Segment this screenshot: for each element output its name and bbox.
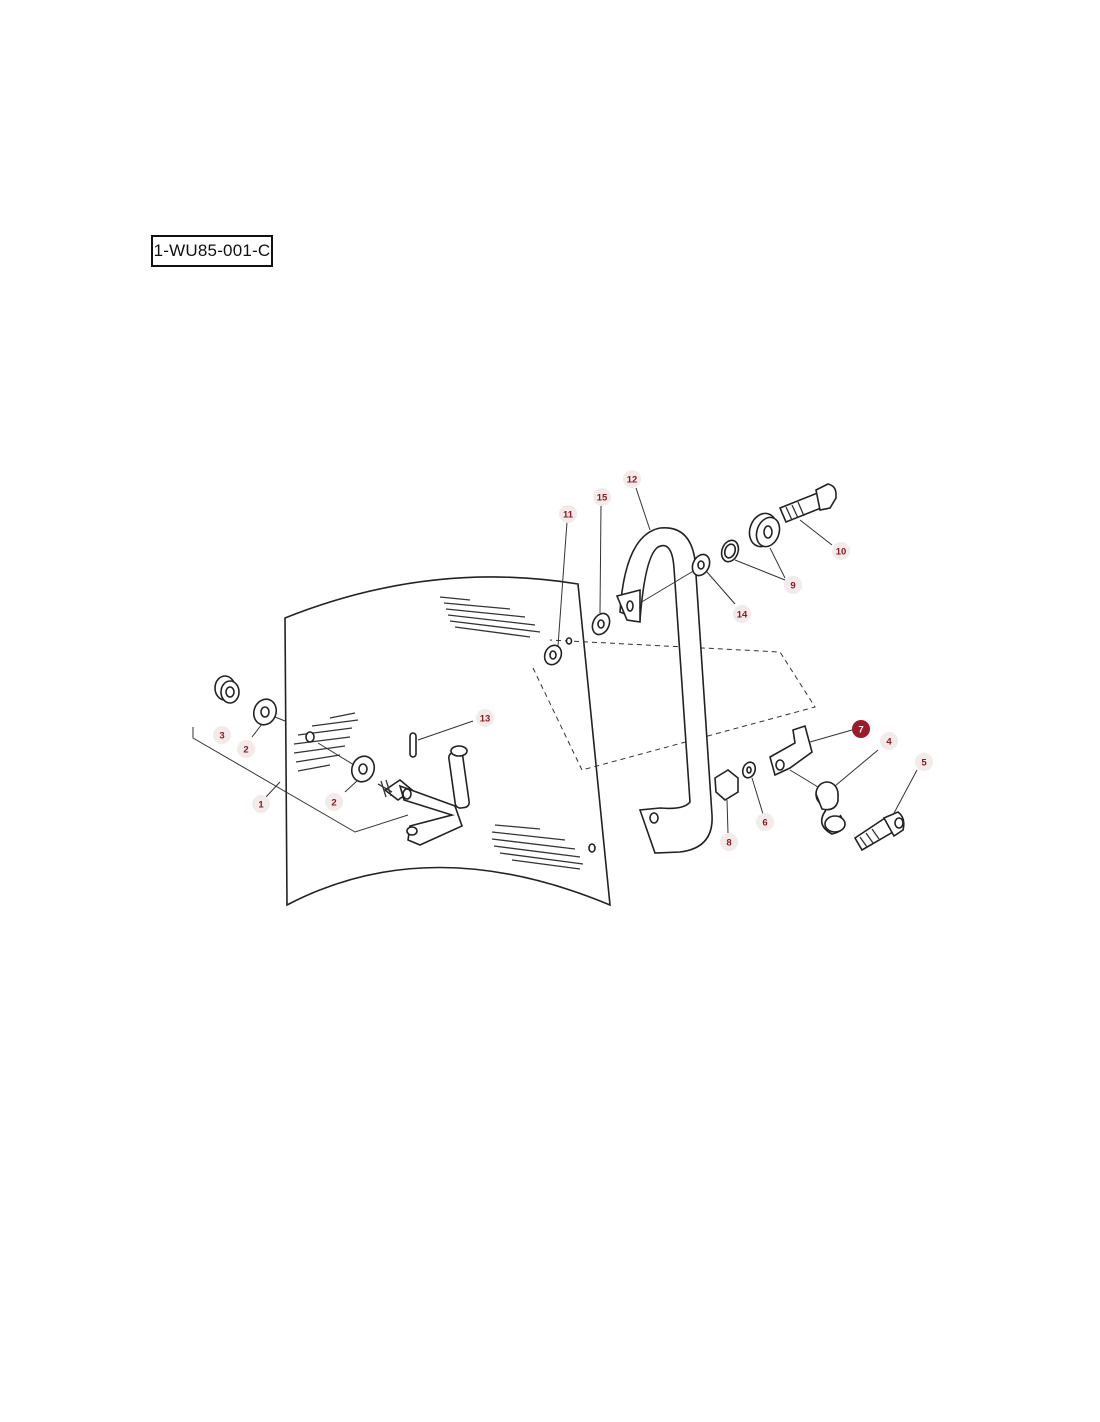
callout-3: 3 (213, 726, 231, 744)
callout-5: 5 (915, 753, 933, 771)
callout-8: 8 (720, 833, 738, 851)
part-1-leader (192, 727, 409, 833)
washer-part-2-upper (252, 698, 278, 726)
callout-label: 2 (331, 798, 336, 809)
clip-bracket-part-7 (769, 724, 813, 777)
callout-label: 8 (726, 838, 731, 849)
washer-part-14 (691, 553, 711, 577)
callout-circle (476, 709, 494, 727)
callout-label: 1 (258, 800, 264, 811)
callout-label: 5 (921, 758, 927, 769)
callout-label: 2 (243, 745, 248, 756)
louver-bottom (491, 824, 584, 870)
callout-circle (593, 488, 611, 506)
callout-label: 3 (219, 731, 224, 742)
callout-13: 13 (476, 709, 494, 727)
callout-circle (756, 813, 774, 831)
washer-part-2-lower (350, 755, 376, 783)
callout-10: 10 (832, 542, 850, 560)
cap-part-4 (815, 781, 846, 835)
callout-circle (252, 795, 270, 813)
door-panel (284, 576, 611, 907)
hidden-connection-lines (532, 639, 816, 771)
callout-9: 9 (784, 576, 802, 594)
callout-7: 7 (852, 720, 870, 738)
callout-label: 15 (597, 493, 608, 504)
bolt-part-5 (853, 811, 905, 852)
callout-label: 11 (563, 510, 574, 521)
grab-handle-part-12 (615, 527, 713, 854)
callout-circle (784, 576, 802, 594)
callout-14: 14 (733, 605, 751, 623)
callout-11: 11 (559, 505, 577, 523)
washers-part-9 (720, 512, 781, 563)
callout-12: 12 (623, 470, 641, 488)
callout-label: 6 (762, 818, 767, 829)
callout-label: 13 (480, 714, 491, 725)
callout-2: 2 (237, 740, 255, 758)
panel-hole (305, 731, 315, 743)
callout-circle (915, 753, 933, 771)
washer-part-15 (591, 612, 611, 636)
callout-circle (325, 793, 343, 811)
callout-circle (559, 505, 577, 523)
callout-circle (880, 732, 898, 750)
callout-label: 7 (858, 725, 863, 736)
callout-circle (237, 740, 255, 758)
callout-4: 4 (880, 732, 898, 750)
washer-part-6 (741, 761, 757, 779)
bolt-part-10 (778, 483, 837, 524)
callout-circle (623, 470, 641, 488)
callout-label: 14 (737, 610, 748, 621)
pin-part-13 (409, 732, 417, 758)
diagram-reference-code: 1-WU85-001-C (151, 235, 273, 267)
callout-label: 10 (836, 547, 847, 558)
callout-6: 6 (756, 813, 774, 831)
callout-1: 1 (252, 795, 270, 813)
callout-label: 12 (627, 475, 638, 486)
louver-top (439, 596, 541, 638)
callout-1-leader (264, 781, 281, 799)
callout-label: 9 (790, 581, 795, 592)
callout-circle (213, 726, 231, 744)
callout-circle (832, 542, 850, 560)
callout-15: 15 (593, 488, 611, 506)
panel-hole (588, 843, 596, 853)
callout-2: 2 (325, 793, 343, 811)
spacer-part-3 (214, 675, 240, 704)
cap-nut-part-8 (714, 769, 739, 801)
callout-circle (852, 720, 870, 738)
washer-part-11 (543, 637, 573, 666)
callout-circle (720, 833, 738, 851)
louver-left (293, 712, 359, 772)
callout-circle (733, 605, 751, 623)
latch-handle-assembly (377, 745, 470, 846)
callout-label: 4 (886, 737, 892, 748)
